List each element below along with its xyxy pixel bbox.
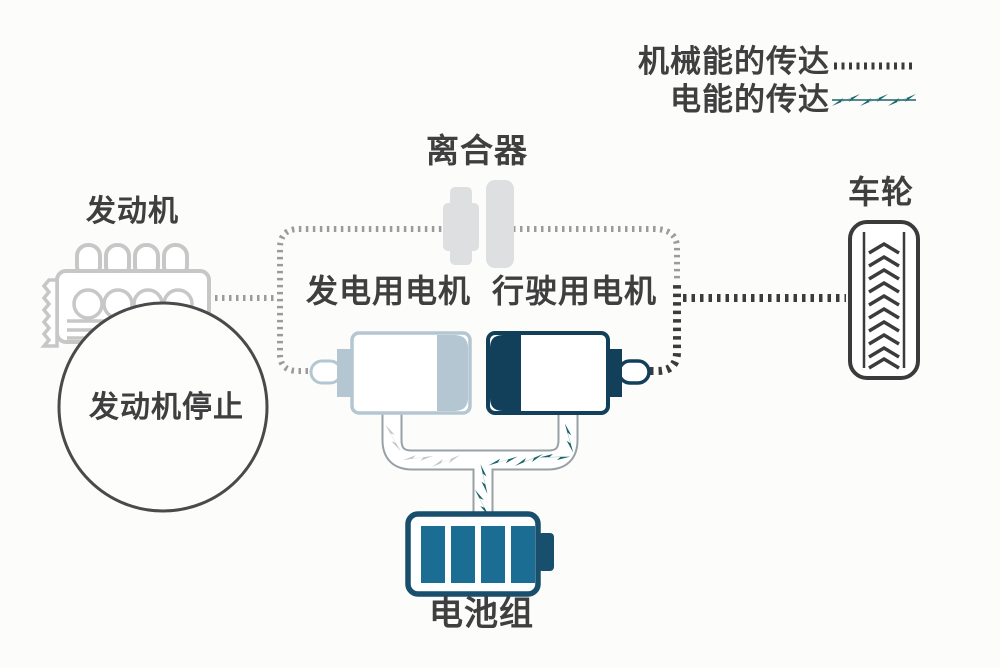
clutch-icon: [443, 180, 514, 268]
drive-motor-icon: [486, 331, 651, 415]
battery-cell: [481, 526, 505, 583]
wheel-label: 车轮: [848, 173, 915, 211]
clutch-label: 离合器: [426, 131, 528, 170]
battery-icon: [405, 511, 554, 597]
generator-clutch-dotted-line: [277, 226, 444, 374]
mechanical-path-inactive: [208, 226, 680, 374]
legend-electrical-label: 电能的传达: [670, 82, 830, 118]
engine-label: 发动机: [86, 194, 179, 229]
battery-cell: [421, 526, 445, 583]
engine-stopped-circle: [57, 301, 269, 513]
clutch-plate-left: [443, 187, 479, 265]
generator-motor-icon: [309, 331, 472, 415]
drive-motor-label: 行驶用电机: [492, 272, 658, 310]
wheel-icon: [848, 220, 920, 380]
generator-motor-label: 发电用电机: [306, 272, 472, 310]
mechanical-path-active: [650, 284, 846, 375]
legend-electrical-bolts-icon: [832, 94, 916, 106]
battery-cell: [511, 526, 535, 583]
clutch-right-dotted-line: [513, 226, 680, 282]
engine-stopped-label: 发动机停止: [89, 390, 244, 425]
clutch-plate-right: [486, 180, 514, 268]
legend-mechanical-label: 机械能的传达: [638, 44, 830, 80]
electrical-pipe: [381, 412, 579, 516]
battery-cell: [451, 526, 475, 583]
battery-label: 电池组: [429, 594, 534, 634]
